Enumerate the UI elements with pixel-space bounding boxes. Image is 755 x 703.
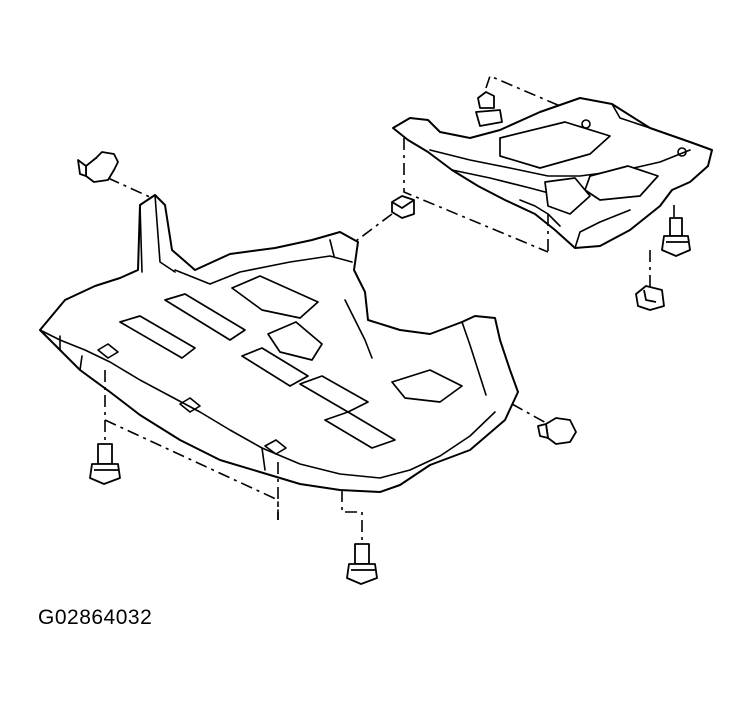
clip [391, 195, 415, 219]
figure-id-label: G02864032 [38, 606, 153, 629]
front-undercover-panel [39, 194, 519, 493]
assembly-guide-lines [104, 74, 675, 540]
bolt [661, 217, 691, 257]
bolt [346, 543, 378, 585]
clip [537, 417, 577, 445]
rear-undercover-panel [392, 97, 713, 249]
clip [77, 151, 119, 183]
clip [635, 285, 665, 311]
bolt [89, 443, 121, 485]
clip [475, 91, 503, 127]
